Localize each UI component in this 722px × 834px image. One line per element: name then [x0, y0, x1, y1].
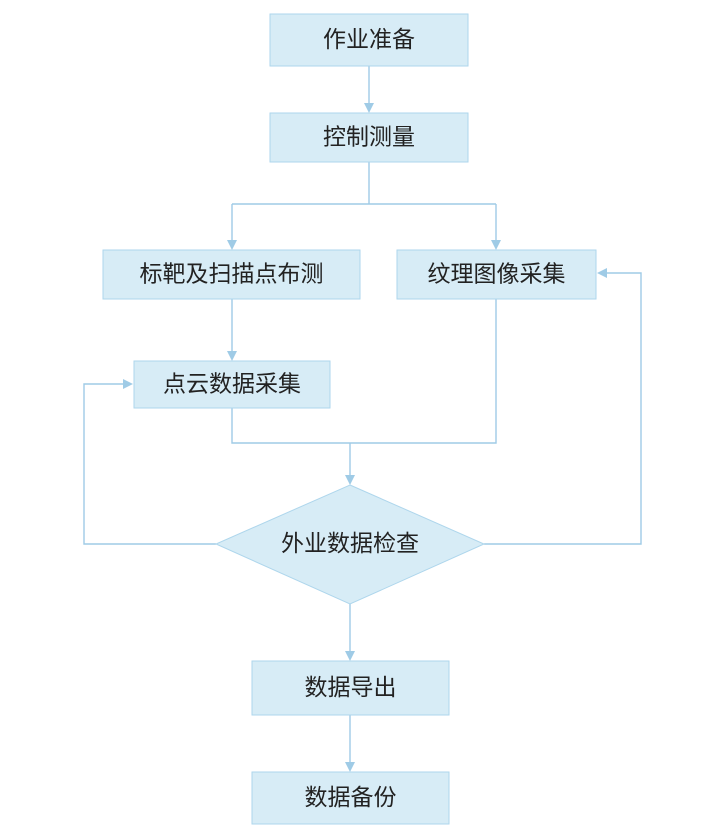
- arrow-head: [345, 651, 355, 661]
- arrow-head: [227, 351, 237, 361]
- arrow-head: [364, 103, 374, 113]
- arrow-head: [491, 240, 501, 250]
- node-texture-label: 纹理图像采集: [428, 262, 566, 288]
- arrow-head: [345, 475, 355, 485]
- node-target-label: 标靶及扫描点布测: [140, 262, 324, 288]
- node-export-label: 数据导出: [305, 675, 397, 701]
- node-control-label: 控制测量: [323, 125, 415, 151]
- arrow-head: [227, 240, 237, 250]
- node-backup-label: 数据备份: [305, 785, 397, 811]
- node-prep: 作业准备: [269, 13, 469, 67]
- node-pointcloud-label: 点云数据采集: [163, 372, 301, 398]
- edge-pointcloud-merge: [231, 408, 350, 444]
- edge-texture-merge: [350, 299, 497, 444]
- node-pointcloud: 点云数据采集: [133, 360, 331, 409]
- node-prep-label: 作业准备: [323, 27, 415, 53]
- edge-check-loop-pointcloud: [83, 383, 216, 545]
- edge-check-loop-texture: [484, 272, 642, 545]
- arrow-head: [597, 268, 607, 278]
- arrow-head: [345, 762, 355, 772]
- arrow-head: [123, 379, 133, 389]
- node-control: 控制测量: [269, 112, 469, 163]
- node-check: 外业数据检查: [214, 484, 486, 605]
- node-check-label: 外业数据检查: [281, 531, 419, 557]
- connectors: [83, 66, 642, 772]
- node-export: 数据导出: [251, 660, 450, 716]
- node-target: 标靶及扫描点布测: [102, 249, 361, 300]
- node-backup: 数据备份: [251, 771, 450, 825]
- node-texture: 纹理图像采集: [396, 249, 597, 300]
